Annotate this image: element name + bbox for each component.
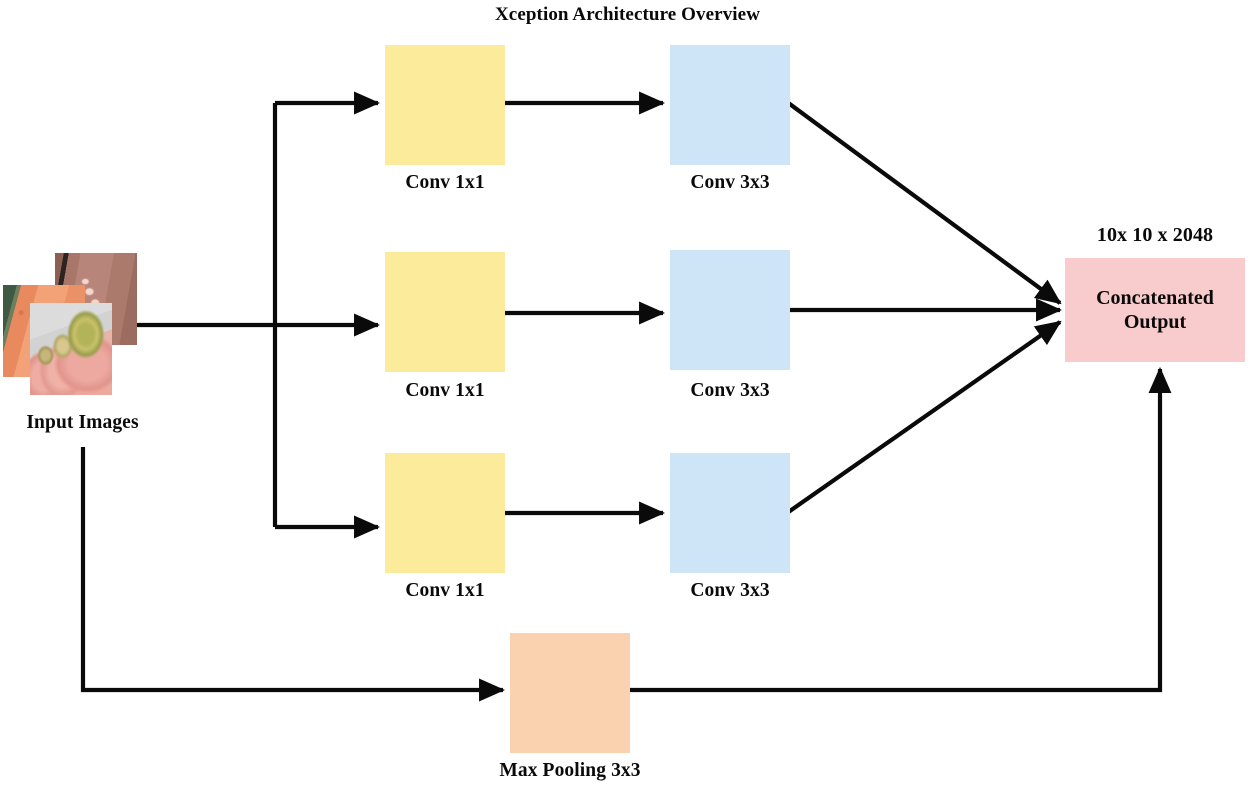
conv-1x1-box-1[interactable] (385, 45, 505, 165)
conv-1x1-label-3: Conv 1x1 (405, 580, 485, 601)
page-title: Xception Architecture Overview (494, 4, 761, 25)
concatenated-output-text: Concatenated Output (1065, 258, 1245, 362)
toenail-fungus-photo (30, 303, 112, 395)
edge-conv3x3-c-to-concat (785, 320, 1062, 515)
input-image-stack (0, 245, 175, 395)
concat-line-1: Concatenated (1096, 286, 1214, 309)
max-pooling-box[interactable] (510, 633, 630, 753)
input-images-label: Input Images (26, 412, 139, 433)
conv-1x1-label-2: Conv 1x1 (405, 380, 485, 401)
concat-line-2: Output (1123, 311, 1187, 333)
conv-1x1-label-1: Conv 1x1 (405, 172, 485, 193)
concatenated-output-box[interactable]: Concatenated Output (1065, 258, 1245, 362)
conv-3x3-label-2: Conv 3x3 (690, 380, 770, 401)
max-pooling-label: Max Pooling 3x3 (499, 760, 641, 781)
conv-3x3-box-1[interactable] (670, 45, 790, 165)
conv-3x3-label-1: Conv 3x3 (690, 172, 770, 193)
edge-conv3x3-a-to-concat (785, 100, 1062, 305)
conv-1x1-box-2[interactable] (385, 252, 505, 372)
conv-1x1-box-3[interactable] (385, 453, 505, 573)
conv-3x3-label-3: Conv 3x3 (690, 580, 770, 601)
output-shape-label: 10x 10 x 2048 (1096, 224, 1214, 246)
conv-3x3-box-3[interactable] (670, 453, 790, 573)
conv-3x3-box-2[interactable] (670, 250, 790, 370)
